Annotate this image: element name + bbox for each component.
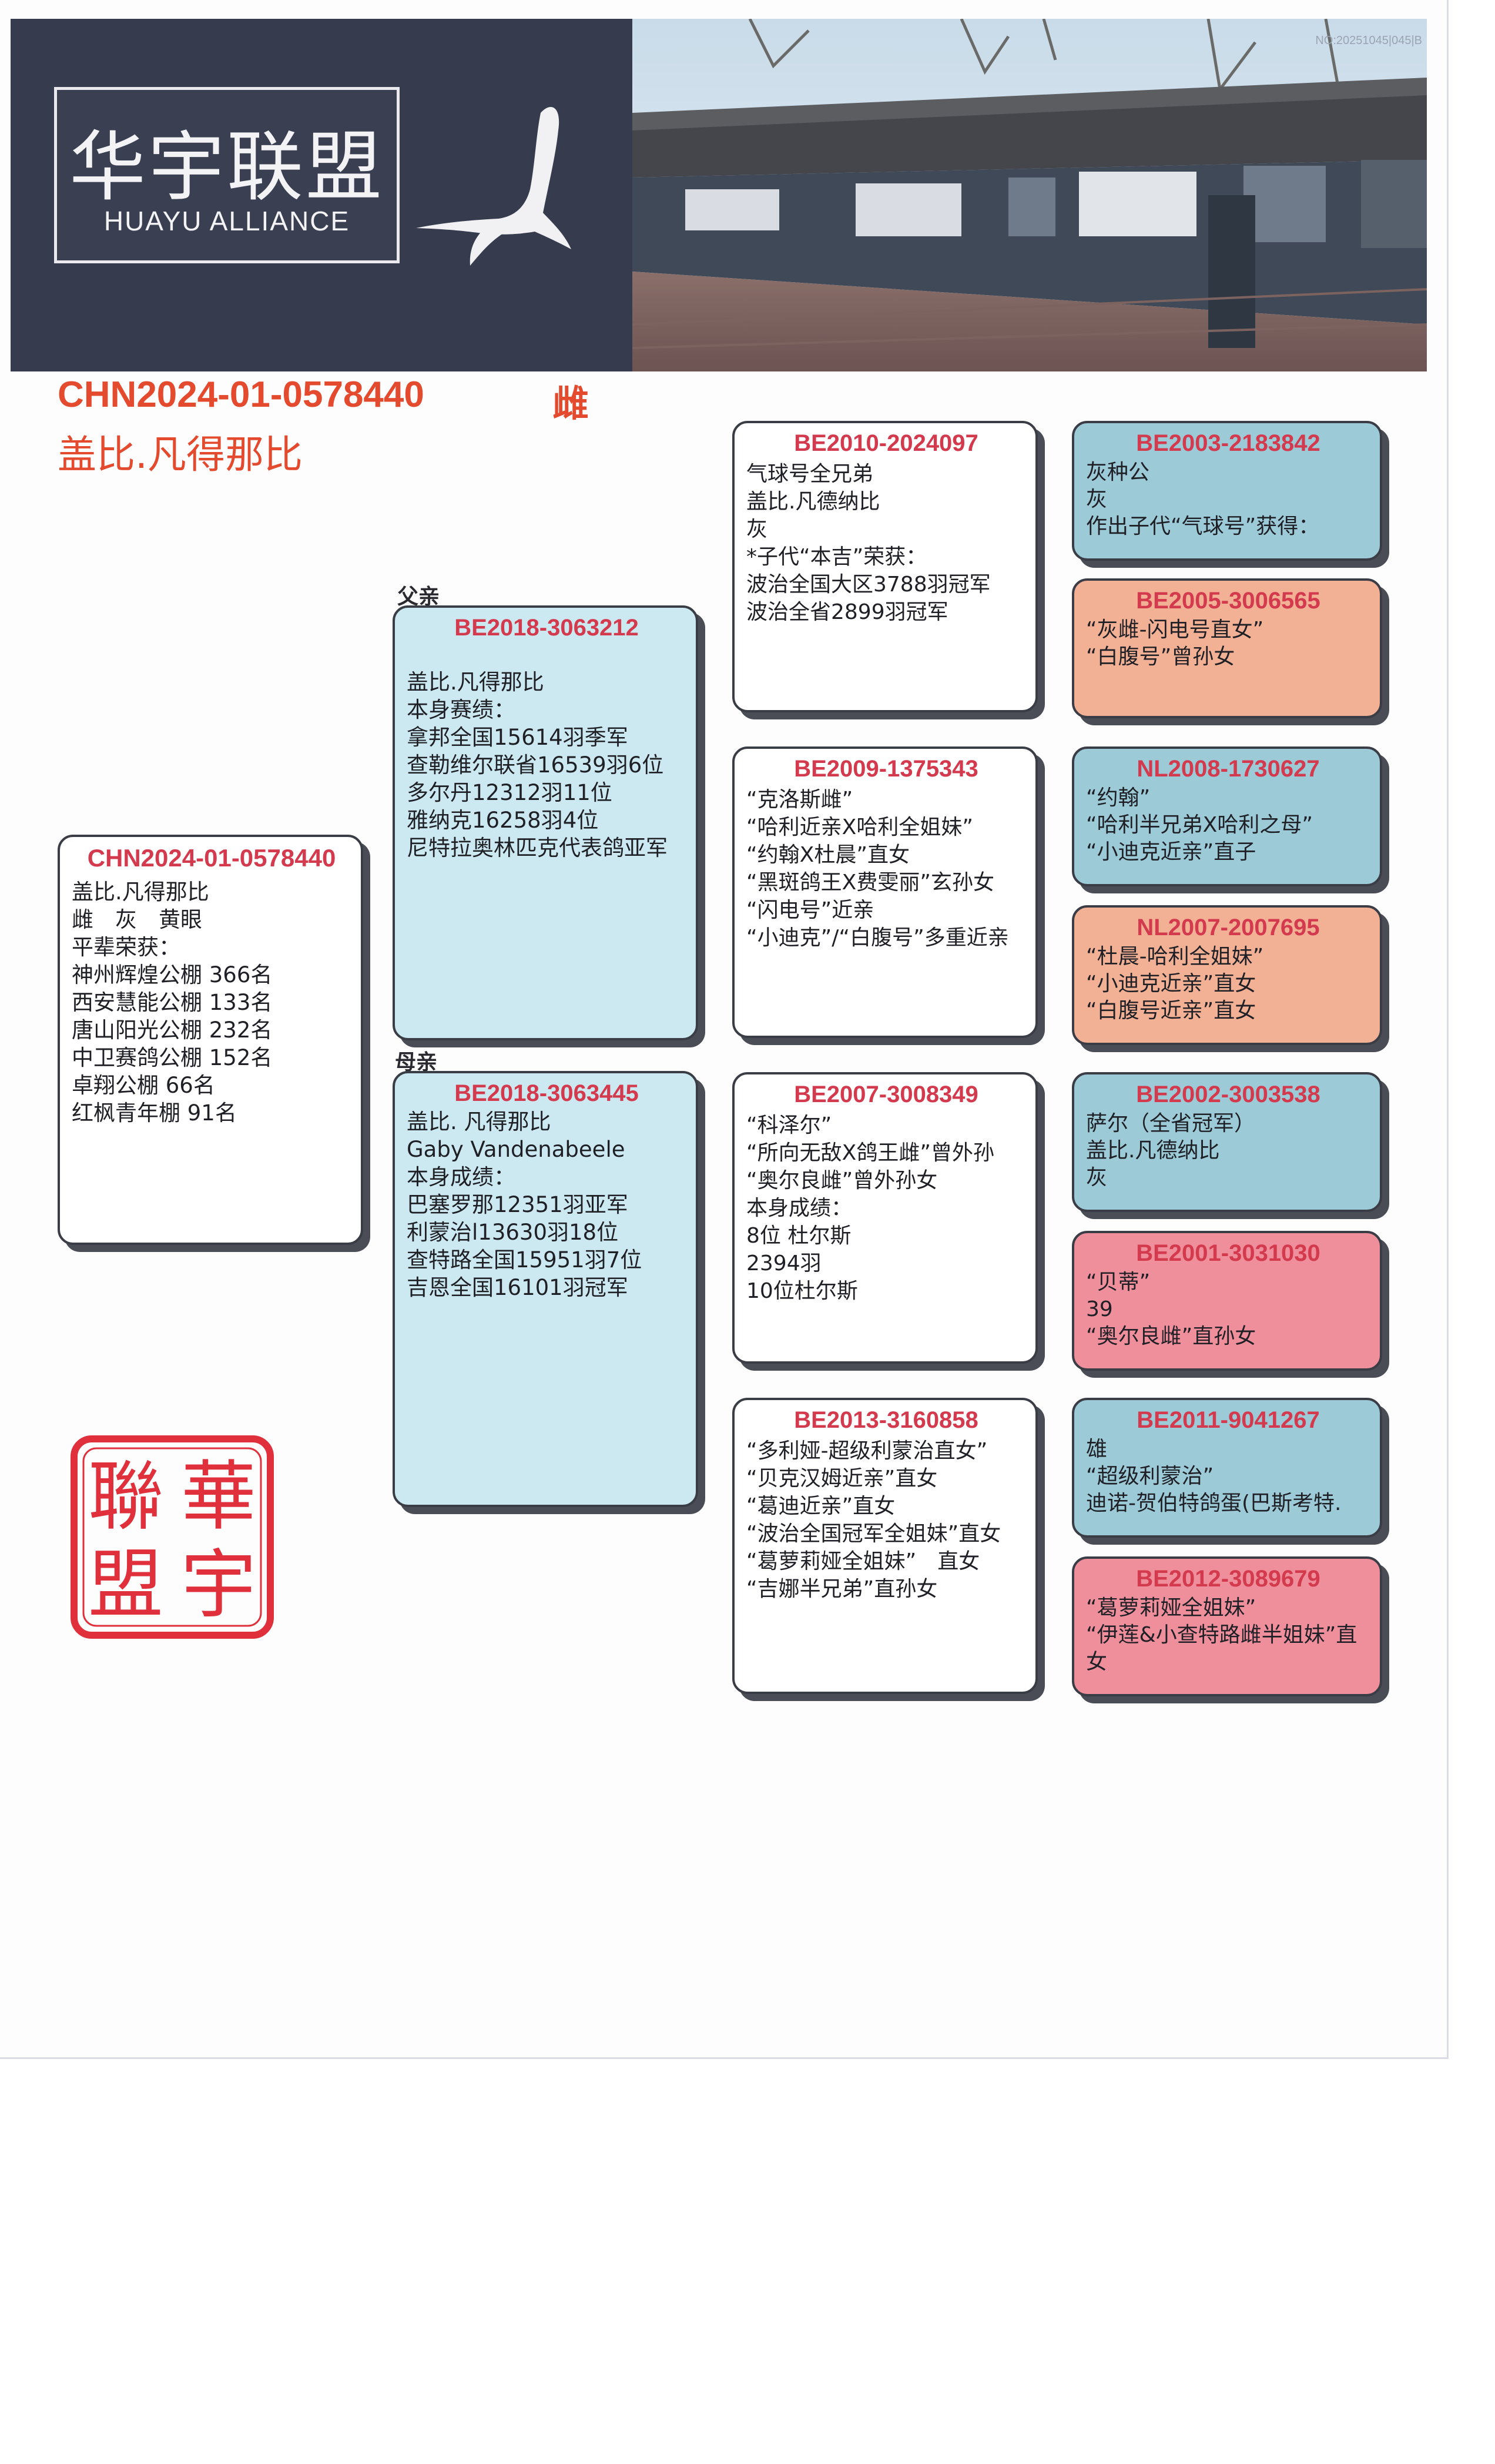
logo-chinese: 华宇联盟 — [69, 122, 384, 212]
loft-photo: NO:20251045|045|B — [632, 19, 1427, 371]
great-grandparent-card: BE2002-3003538 萨尔（全省冠军） 盖比.凡德纳比 灰 — [1072, 1072, 1382, 1212]
pedigree-sheet: 华宇联盟 HUAYU ALLIANCE — [0, 0, 1449, 2059]
grandparent-card: BE2010-2024097 气球号全兄弟 盖比.凡德纳比 灰 *子代“本吉”荣… — [732, 421, 1038, 712]
photo-id: NO:20251045|045|B — [1315, 34, 1422, 47]
title-sex: 雌 — [552, 382, 589, 425]
great-grandparent-details: “葛萝莉娅全姐妹” “伊莲&小查特路雌半姐妹”直女 — [1086, 1596, 1357, 1674]
subject-ring: CHN2024-01-0578440 — [87, 844, 336, 872]
grandparent-details: 气球号全兄弟 盖比.凡德纳比 灰 *子代“本吉”荣获： 波治全国大区3788羽冠… — [746, 462, 991, 624]
sire-label: 父亲 — [397, 585, 440, 609]
loft-photo-image — [632, 19, 1427, 371]
great-grandparent-card: BE2005-3006565 “灰雌-闪电号直女” “白腹号”曾孙女 — [1072, 578, 1382, 718]
grandparent-details: “多利娅-超级利蒙治直女” “贝克汉姆近亲”直女 “葛迪近亲”直女 “波治全国冠… — [746, 1439, 1001, 1601]
svg-text:盟: 盟 — [88, 1541, 163, 1629]
grandparent-ring: BE2013-3160858 — [794, 1407, 978, 1433]
great-grandparent-card: NL2007-2007695 “杜晨-哈利全姐妹” “小迪克近亲”直女 “白腹号… — [1072, 905, 1382, 1045]
grandparent-card: BE2007-3008349 “科泽尔” “所向无敌X鸽王雌”曾外孙 “奥尔良雌… — [732, 1072, 1038, 1364]
dam-ring: BE2018-3063445 — [454, 1080, 639, 1106]
great-grandparent-ring: BE2001-3031030 — [1136, 1240, 1320, 1266]
dam-label: 母亲 — [395, 1050, 438, 1074]
logo-panel: 华宇联盟 HUAYU ALLIANCE — [11, 19, 632, 371]
grandparent-ring: BE2009-1375343 — [794, 756, 978, 782]
great-grandparent-ring: BE2002-3003538 — [1136, 1082, 1320, 1107]
great-grandparent-details: 雄 “超级利蒙治” 迪诺-贺伯特鸽蛋(巴斯考特. — [1086, 1437, 1342, 1515]
great-grandparent-details: 灰种公 灰 作出子代“气球号”获得： — [1086, 460, 1320, 538]
sire-card: BE2018-3063212 盖比.凡得那比 本身赛绩： 拿邦全国15614羽季… — [393, 605, 698, 1040]
title-name: 盖比.凡得那比 — [58, 432, 303, 477]
subject-card: CHN2024-01-0578440 盖比.凡得那比 雌 灰 黄眼 平辈荣获： … — [58, 835, 363, 1245]
great-grandparent-ring: NL2007-2007695 — [1137, 915, 1320, 940]
alliance-seal-stamp: 華 宇 聯 盟 — [71, 1435, 274, 1639]
great-grandparent-details: “灰雌-闪电号直女” “白腹号”曾孙女 — [1086, 618, 1264, 669]
logo: 华宇联盟 HUAYU ALLIANCE — [54, 87, 400, 263]
grandparent-card: BE2013-3160858 “多利娅-超级利蒙治直女” “贝克汉姆近亲”直女 … — [732, 1398, 1038, 1694]
great-grandparent-card: BE2003-2183842 灰种公 灰 作出子代“气球号”获得： — [1072, 421, 1382, 561]
great-grandparent-ring: BE2005-3006565 — [1136, 588, 1320, 614]
grandparent-details: “科泽尔” “所向无敌X鸽王雌”曾外孙 “奥尔良雌”曾外孙女 本身成绩： 8位 … — [746, 1113, 994, 1303]
grandparent-card: BE2009-1375343 “克洛斯雌” “哈利近亲X哈利全姐妹” “约翰X杜… — [732, 746, 1038, 1038]
great-grandparent-card: BE2001-3031030 “贝蒂” 39 “奥尔良雌”直孙女 — [1072, 1231, 1382, 1371]
grandparent-ring: BE2010-2024097 — [794, 430, 978, 456]
grandparent-ring: BE2007-3008349 — [794, 1082, 978, 1107]
sire-details: 盖比.凡得那比 本身赛绩： 拿邦全国15614羽季军 查勒维尔联省16539羽6… — [407, 669, 668, 861]
bird-logo-icon — [416, 107, 571, 266]
great-grandparent-card: BE2012-3089679 “葛萝莉娅全姐妹” “伊莲&小查特路雌半姐妹”直女 — [1072, 1556, 1382, 1696]
great-grandparent-details: 萨尔（全省冠军） 盖比.凡德纳比 灰 — [1086, 1112, 1256, 1190]
title-ring-number: CHN2024-01-0578440 — [58, 374, 424, 415]
great-grandparent-ring: BE2012-3089679 — [1136, 1566, 1320, 1592]
dam-card: BE2018-3063445 盖比. 凡得那比 Gaby Vandenabeel… — [393, 1071, 698, 1507]
grandparent-details: “克洛斯雌” “哈利近亲X哈利全姐妹” “约翰X杜晨”直女 “黑斑鸽王X费雯丽”… — [746, 788, 1009, 950]
great-grandparent-details: “贝蒂” 39 “奥尔良雌”直孙女 — [1086, 1270, 1256, 1348]
svg-text:聯: 聯 — [88, 1453, 163, 1541]
great-grandparent-details: “杜晨-哈利全姐妹” “小迪克近亲”直女 “白腹号近亲”直女 — [1086, 945, 1264, 1023]
header-banner: 华宇联盟 HUAYU ALLIANCE — [11, 19, 1427, 371]
svg-text:宇: 宇 — [181, 1541, 256, 1629]
great-grandparent-card: BE2011-9041267 雄 “超级利蒙治” 迪诺-贺伯特鸽蛋(巴斯考特. — [1072, 1398, 1382, 1538]
great-grandparent-card: NL2008-1730627 “约翰” “哈利半兄弟X哈利之母” “小迪克近亲”… — [1072, 746, 1382, 886]
logo-english: HUAYU ALLIANCE — [103, 206, 350, 236]
great-grandparent-ring: BE2003-2183842 — [1136, 430, 1320, 456]
svg-text:華: 華 — [181, 1453, 256, 1541]
great-grandparent-details: “约翰” “哈利半兄弟X哈利之母” “小迪克近亲”直子 — [1086, 786, 1313, 864]
subject-details: 盖比.凡得那比 雌 灰 黄眼 平辈荣获： 神州辉煌公棚 366名 西安慧能公棚 … — [72, 879, 273, 1126]
great-grandparent-ring: NL2008-1730627 — [1137, 756, 1320, 782]
great-grandparent-ring: BE2011-9041267 — [1137, 1407, 1320, 1433]
dam-details: 盖比. 凡得那比 Gaby Vandenabeele 本身成绩： 巴塞罗那123… — [407, 1109, 642, 1300]
sire-ring: BE2018-3063212 — [454, 615, 639, 641]
